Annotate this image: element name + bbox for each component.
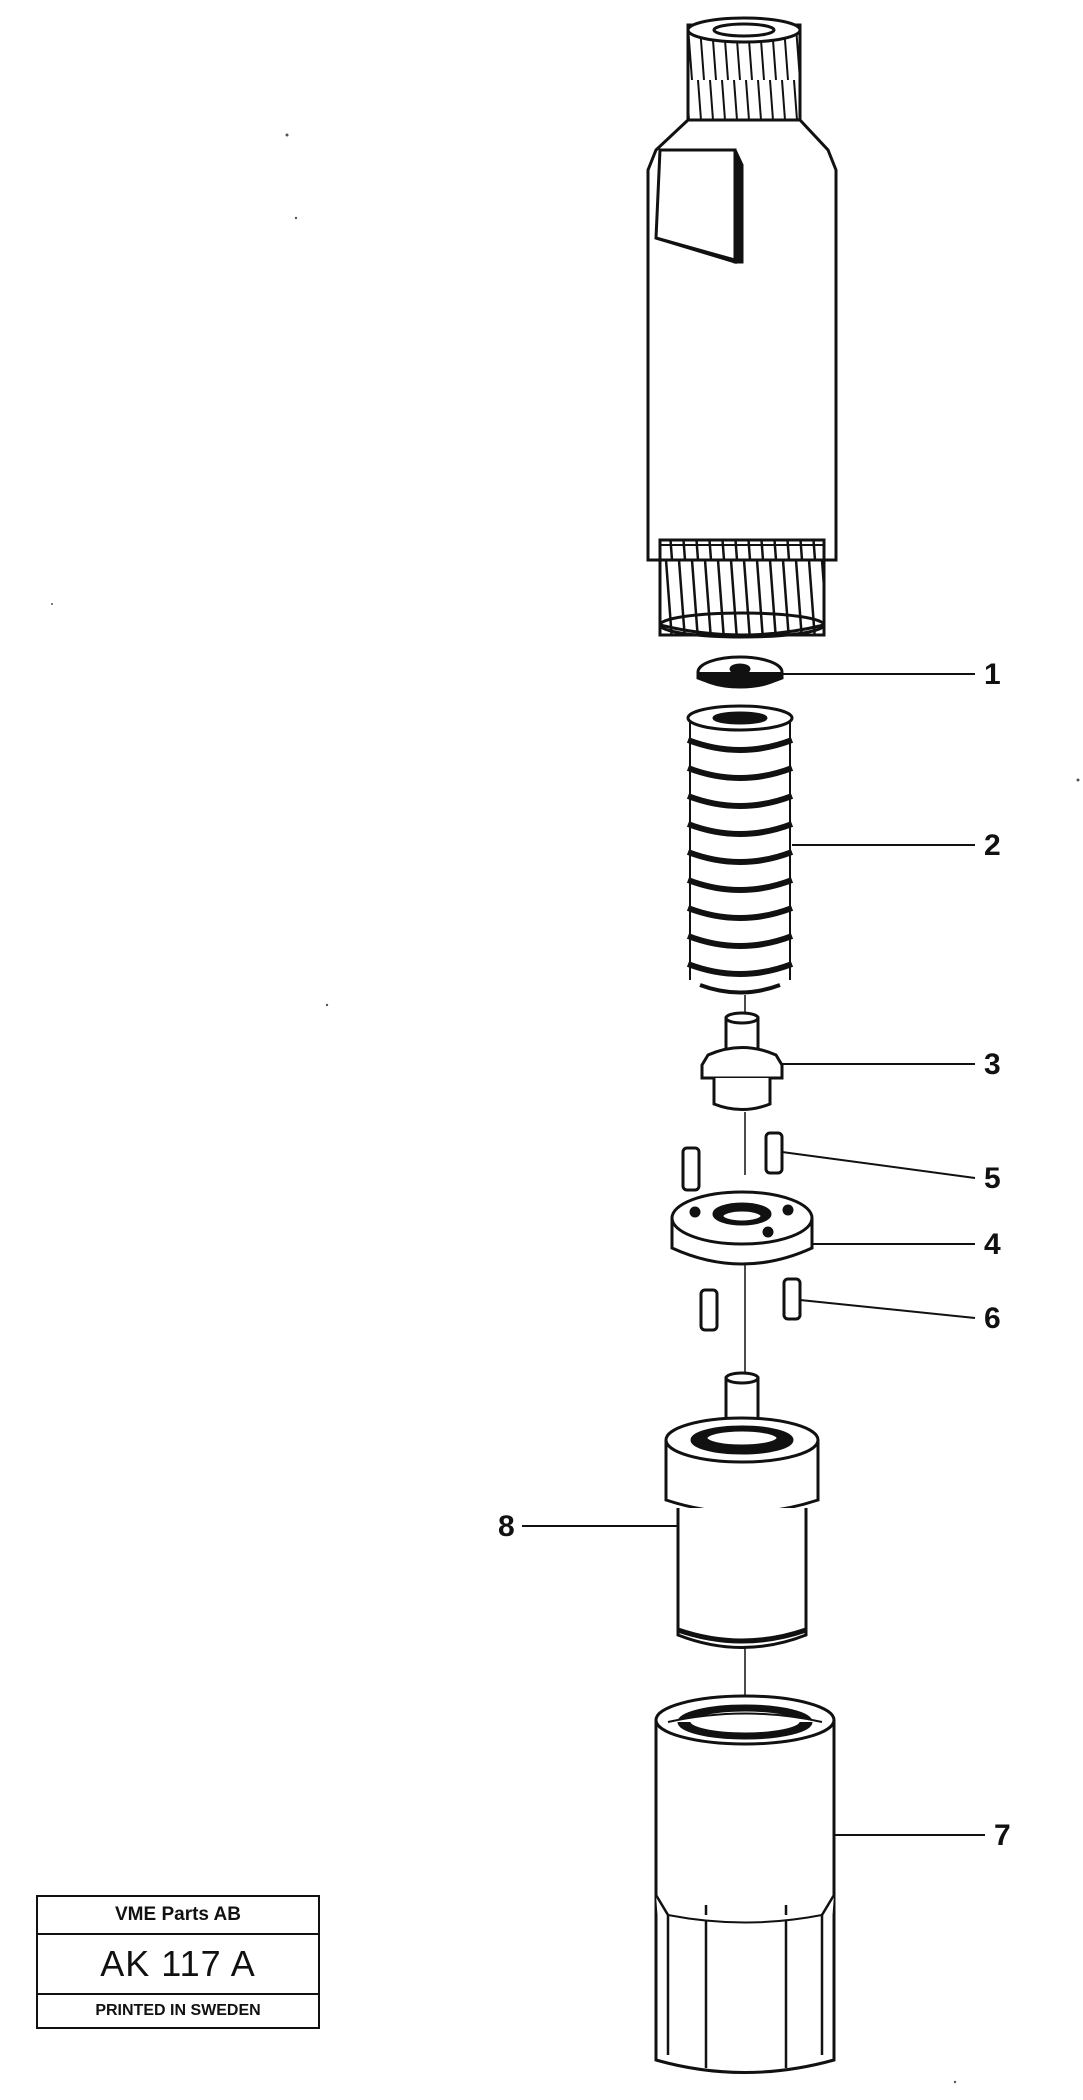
nozzle-part-8: [522, 1371, 820, 1649]
intermediate-disc-part-4: [670, 1190, 975, 1266]
callout-7: 7: [994, 1819, 1011, 1852]
dowel-pins-part-5: [681, 1131, 976, 1192]
callout-labels: 1 2 3 5 4 6 8 7: [498, 658, 1011, 1852]
injector-holder-body: [646, 16, 838, 639]
callout-1: 1: [984, 658, 1001, 691]
callout-6: 6: [984, 1302, 1001, 1335]
callout-5: 5: [984, 1162, 1001, 1195]
printed-note: PRINTED IN SWEDEN: [95, 2002, 261, 2019]
spring-part-2: [686, 704, 975, 995]
washer-part-1: [696, 655, 975, 689]
dowel-pins-part-6: [699, 1277, 976, 1332]
callout-8: 8: [498, 1510, 515, 1543]
callout-4: 4: [984, 1228, 1001, 1261]
title-block: VME Parts AB AK 117 A PRINTED IN SWEDEN: [36, 1895, 320, 2029]
company-name: VME Parts AB: [38, 1897, 318, 1935]
pressure-pin-part-3: [700, 1011, 975, 1111]
scan-specks: [51, 133, 1080, 2084]
drawing-code: AK 117 A: [38, 1935, 318, 1995]
callout-3: 3: [984, 1048, 1001, 1081]
callout-2: 2: [984, 829, 1001, 862]
nozzle-nut-part-7: [654, 1694, 985, 2074]
